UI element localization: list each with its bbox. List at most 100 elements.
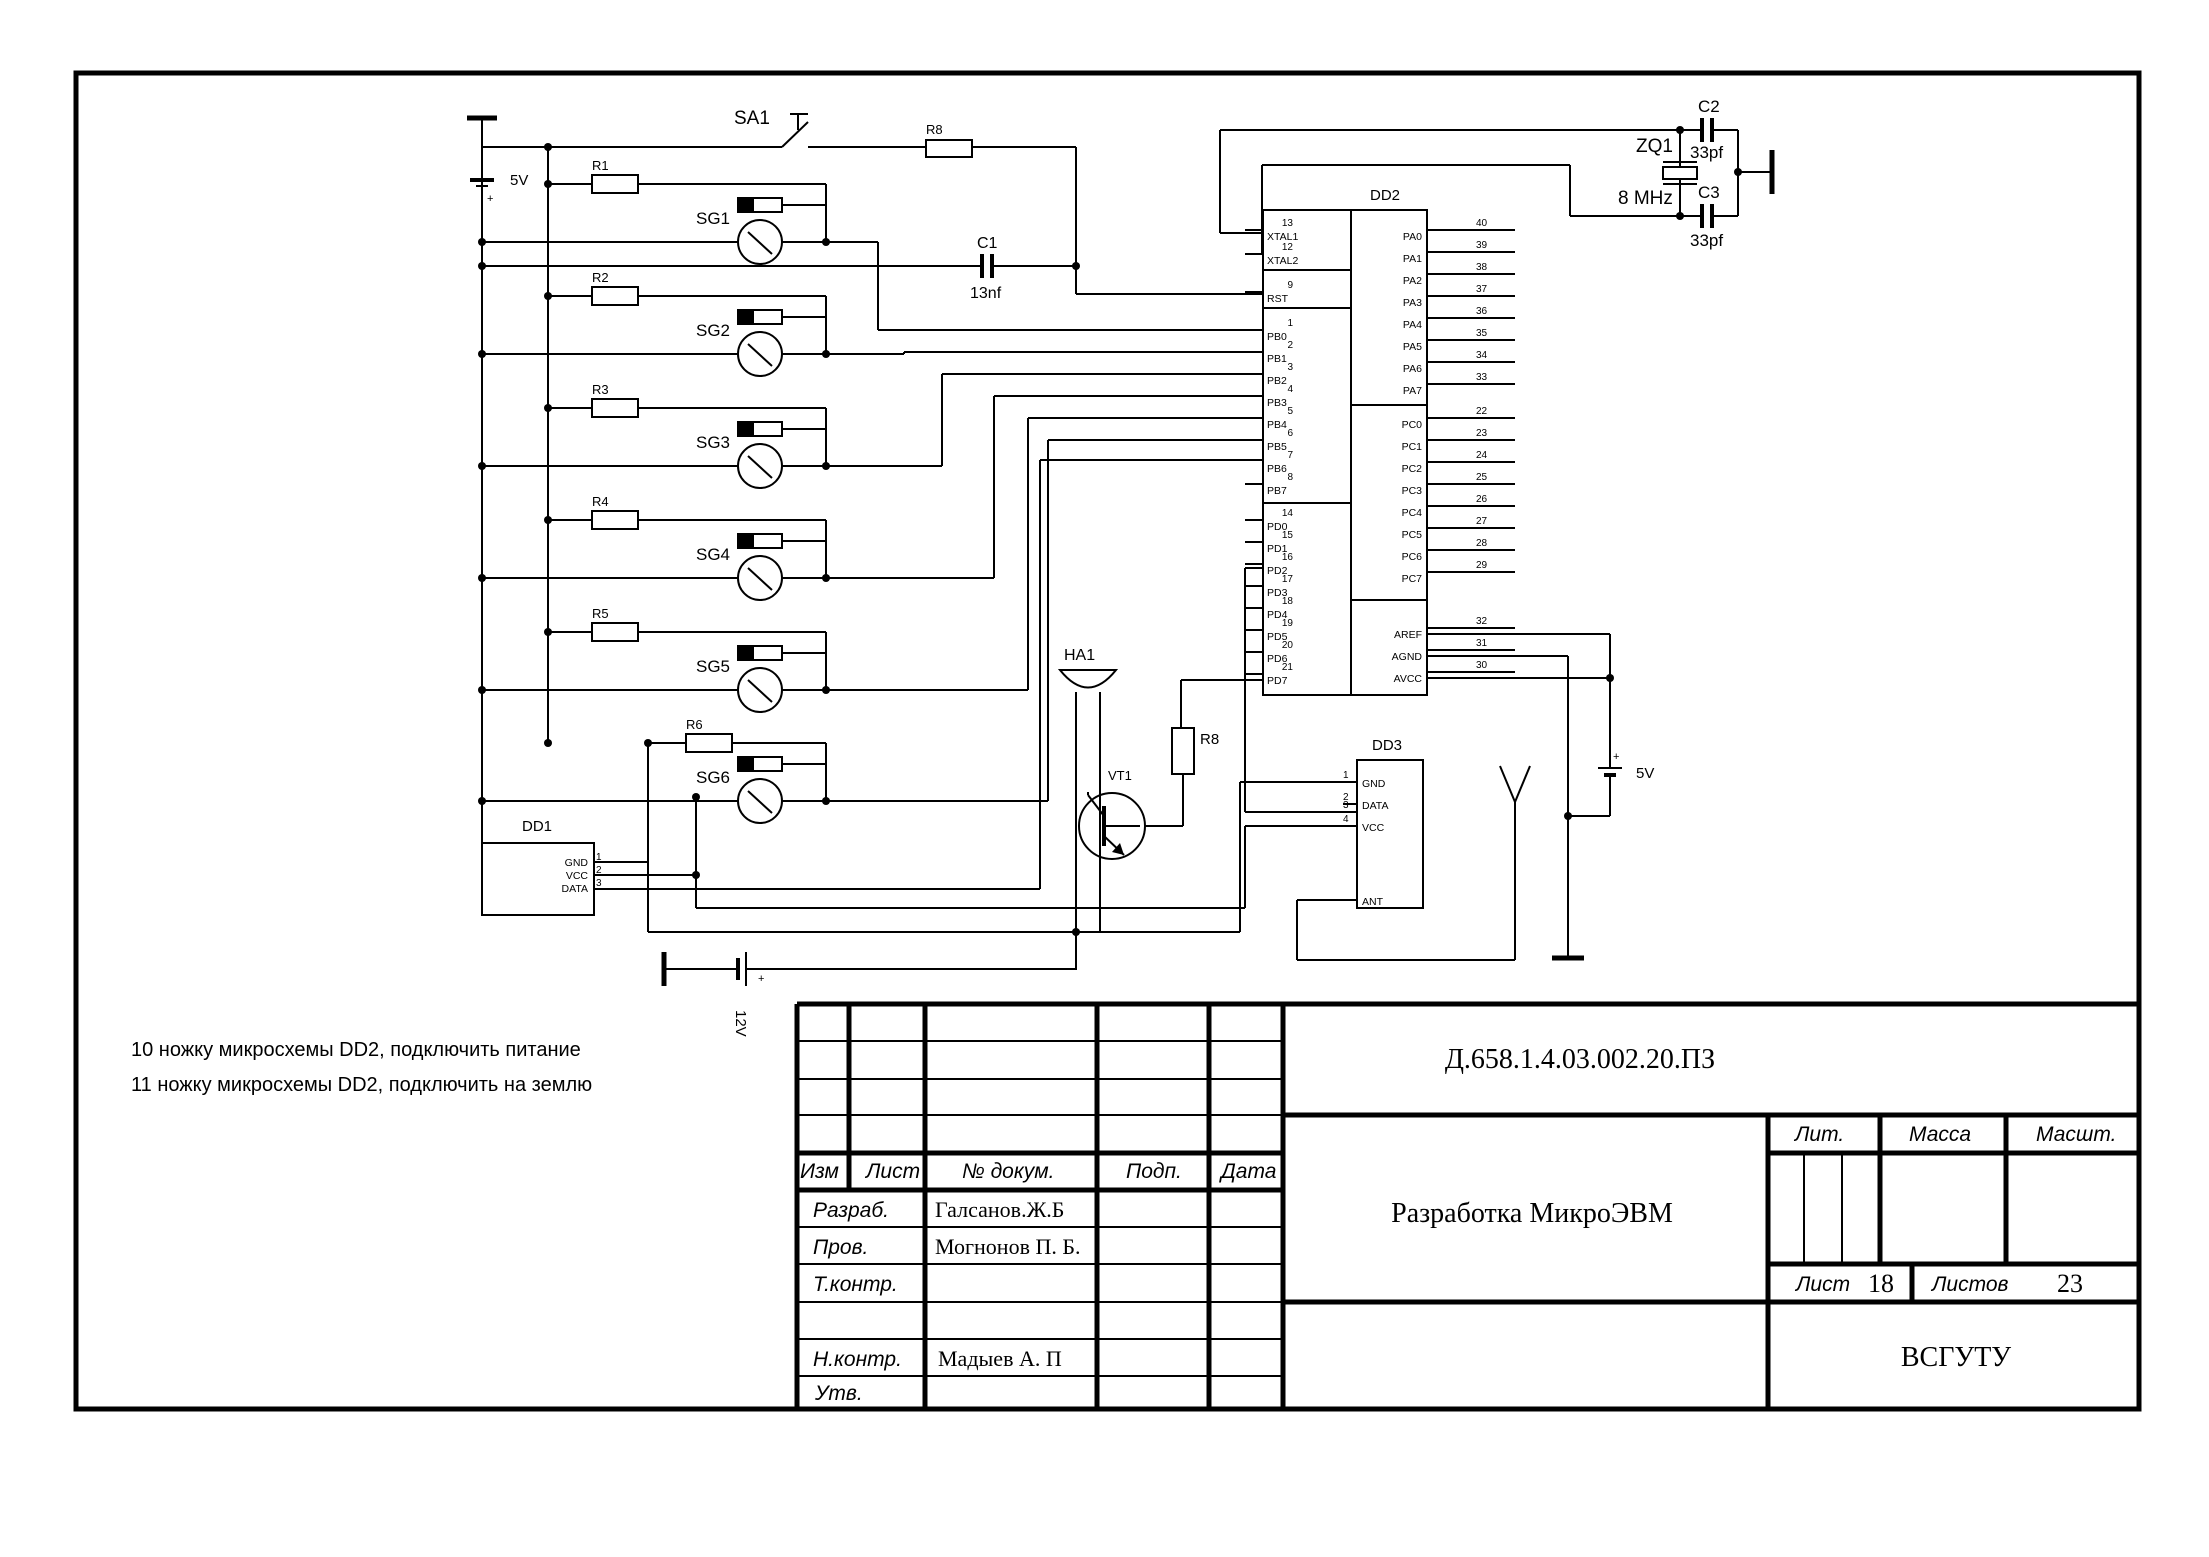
svg-text:PB7: PB7 [1267, 485, 1287, 497]
svg-text:13: 13 [1282, 218, 1294, 229]
svg-text:14: 14 [1282, 508, 1294, 519]
r8-label: R8 [1200, 731, 1219, 748]
resistor-r3-label: R3 [592, 382, 609, 397]
svg-text:PD2: PD2 [1267, 565, 1288, 577]
svg-text:22: 22 [1476, 406, 1488, 417]
svg-text:PC5: PC5 [1402, 529, 1423, 541]
sensor-sg1-label: SG1 [696, 209, 730, 228]
svg-text:9: 9 [1287, 280, 1293, 291]
name-razrab: Галсанов.Ж.Б [935, 1197, 1064, 1222]
col-izm: Изм [800, 1160, 839, 1183]
dd3-pin-ant: ANT [1362, 896, 1384, 908]
scale-label: Масшт. [2036, 1123, 2116, 1146]
drawing-title: Разработка МикроЭВМ [1391, 1198, 1673, 1229]
title-block: Изм Лист № докум. Подп. Дата Разраб. Про… [794, 1001, 2139, 1409]
note-line-2: 11 ножку микросхемы DD2, подключить на з… [131, 1074, 592, 1096]
name-prov: Могнонов П. Б. [935, 1234, 1081, 1259]
dd3-pin-pin3: 3 [1343, 800, 1357, 813]
col-doc: № докум. [962, 1160, 1055, 1183]
drawing-frame [73, 70, 2142, 1412]
svg-text:3: 3 [596, 878, 602, 889]
svg-text:6: 6 [1287, 428, 1293, 439]
svg-text:23: 23 [1476, 428, 1488, 439]
plus-sign: + [1613, 751, 1619, 763]
svg-text:36: 36 [1476, 306, 1488, 317]
svg-text:15: 15 [1282, 530, 1294, 541]
svg-text:2: 2 [1343, 792, 1349, 803]
svg-text:33: 33 [1476, 372, 1488, 383]
role-nkontr: Н.контр. [813, 1348, 902, 1371]
zq1-value: 8 MHz [1618, 188, 1673, 209]
zq1-label: ZQ1 [1636, 136, 1673, 157]
svg-text:2: 2 [1287, 340, 1293, 351]
svg-text:7: 7 [1287, 450, 1293, 461]
svg-text:PD1: PD1 [1267, 543, 1288, 555]
svg-text:PA2: PA2 [1403, 275, 1422, 287]
svg-text:1: 1 [1343, 770, 1349, 781]
resistor-r4-label: R4 [592, 494, 609, 509]
svg-text:16: 16 [1282, 552, 1294, 563]
svg-text:ANT: ANT [1362, 896, 1384, 908]
svg-text:34: 34 [1476, 350, 1488, 361]
resistor-r2-label: R2 [592, 270, 609, 285]
sheet-value: 18 [1868, 1269, 1894, 1298]
svg-text:25: 25 [1476, 472, 1488, 483]
svg-text:17: 17 [1282, 574, 1294, 585]
svg-text:PC3: PC3 [1402, 485, 1423, 497]
sensor-sg3-label: SG3 [696, 433, 730, 452]
svg-text:PB2: PB2 [1267, 375, 1287, 387]
svg-text:PB1: PB1 [1267, 353, 1287, 365]
svg-text:19: 19 [1282, 618, 1294, 629]
svg-text:PB0: PB0 [1267, 331, 1287, 343]
svg-text:3: 3 [1287, 362, 1293, 373]
schematic: 5V + SA1 R8 C1 13nf R1SG1R2SG2R3SG3R4SG4… [467, 97, 1775, 1037]
svg-text:PA6: PA6 [1403, 363, 1422, 375]
resistor-r6-label: R6 [686, 717, 703, 732]
svg-text:39: 39 [1476, 240, 1488, 251]
svg-text:20: 20 [1282, 640, 1294, 651]
notes: 10 ножку микросхемы DD2, подключить пита… [131, 1039, 592, 1096]
c3-value: 33pf [1690, 231, 1723, 250]
svg-text:21: 21 [1282, 662, 1294, 673]
role-utv: Утв. [814, 1382, 863, 1405]
svg-text:AVCC: AVCC [1394, 673, 1423, 685]
svg-text:DATA: DATA [562, 883, 588, 895]
svg-text:1: 1 [596, 852, 602, 863]
svg-text:PC6: PC6 [1402, 551, 1423, 563]
svg-text:PC4: PC4 [1402, 507, 1423, 519]
sheets-value: 23 [2057, 1269, 2083, 1298]
svg-text:PB6: PB6 [1267, 463, 1287, 475]
c2-label: C2 [1698, 97, 1720, 116]
svg-text:32: 32 [1476, 616, 1488, 627]
c1-label: C1 [977, 235, 998, 252]
r7-label: R8 [926, 122, 943, 137]
sensor-sg6-label: SG6 [696, 768, 730, 787]
svg-text:XTAL1: XTAL1 [1267, 231, 1298, 243]
sheets-label: Листов [1930, 1273, 2009, 1296]
role-prov: Пров. [813, 1236, 868, 1259]
svg-text:5: 5 [1287, 406, 1293, 417]
